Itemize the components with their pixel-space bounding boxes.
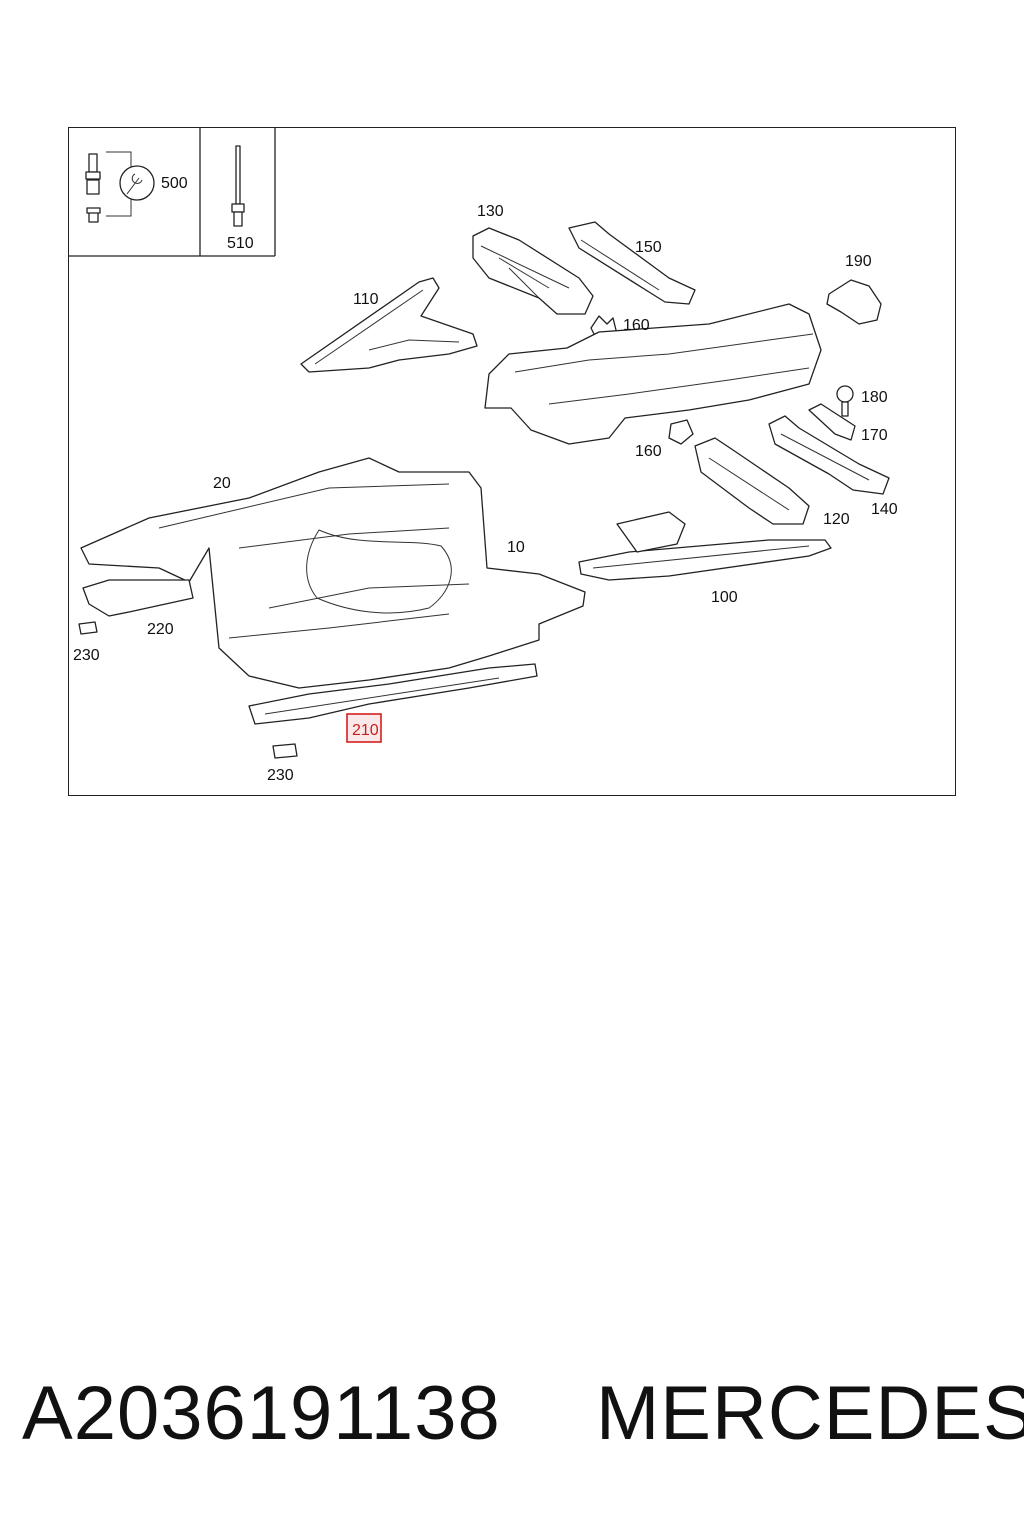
- part-number: A2036191138: [22, 1371, 501, 1456]
- callout-100: 100: [711, 589, 738, 606]
- footer-caption: A2036191138 MERCEDES: [0, 1370, 1024, 1470]
- rear-floor-panel: [484, 303, 822, 445]
- callout-510: 510: [227, 235, 254, 252]
- parts-diagram-frame: 500 510 130 150 190 110 160 180 170 160 …: [68, 127, 956, 796]
- brand-name: MERCEDES: [596, 1371, 1024, 1456]
- part-150-rail: [568, 221, 696, 305]
- callout-20: 20: [213, 475, 231, 492]
- callout-170: 170: [861, 427, 888, 444]
- parts-diagram: 500 510 130 150 190 110 160 180 170 160 …: [69, 128, 898, 784]
- callout-160-upper: 160: [623, 317, 650, 334]
- part-120-rail: [694, 437, 810, 525]
- callout-110: 110: [353, 291, 379, 308]
- callout-120: 120: [823, 511, 850, 528]
- highlight-box: [346, 713, 382, 743]
- part-110-crossmember: [300, 277, 478, 373]
- callout-190: 190: [845, 253, 872, 270]
- plug-230-bottom: [272, 743, 298, 759]
- callout-230-bottom: 230: [267, 767, 294, 784]
- callout-150: 150: [635, 239, 662, 256]
- part-180-bolt: [836, 385, 854, 417]
- part-220-bracket: [82, 579, 194, 617]
- fastener-inset: [69, 128, 276, 257]
- part-130-bracket: [472, 227, 594, 315]
- part-10-front-floor: [80, 457, 586, 689]
- part-190-bracket: [826, 279, 882, 325]
- callout-160-lower: 160: [635, 443, 662, 460]
- part-210-sill[interactable]: [248, 663, 538, 725]
- callout-10: 10: [507, 539, 525, 556]
- callout-220: 220: [147, 621, 174, 638]
- part-140-rail: [768, 415, 890, 495]
- callout-210-highlight[interactable]: 210: [346, 713, 382, 743]
- callout-230-left: 230: [73, 647, 100, 664]
- part-100-long-member: [578, 511, 832, 581]
- callout-180: 180: [861, 389, 888, 406]
- callout-140: 140: [871, 501, 898, 518]
- callout-210[interactable]: 210: [352, 722, 379, 739]
- callout-130: 130: [477, 203, 504, 220]
- part-170-strap: [808, 403, 856, 441]
- plug-230-left: [78, 621, 98, 635]
- long-bolt-icon: [231, 145, 245, 227]
- part-160-clip-lower: [668, 419, 694, 445]
- callout-500: 500: [161, 175, 188, 192]
- wrench-icon: [119, 165, 155, 201]
